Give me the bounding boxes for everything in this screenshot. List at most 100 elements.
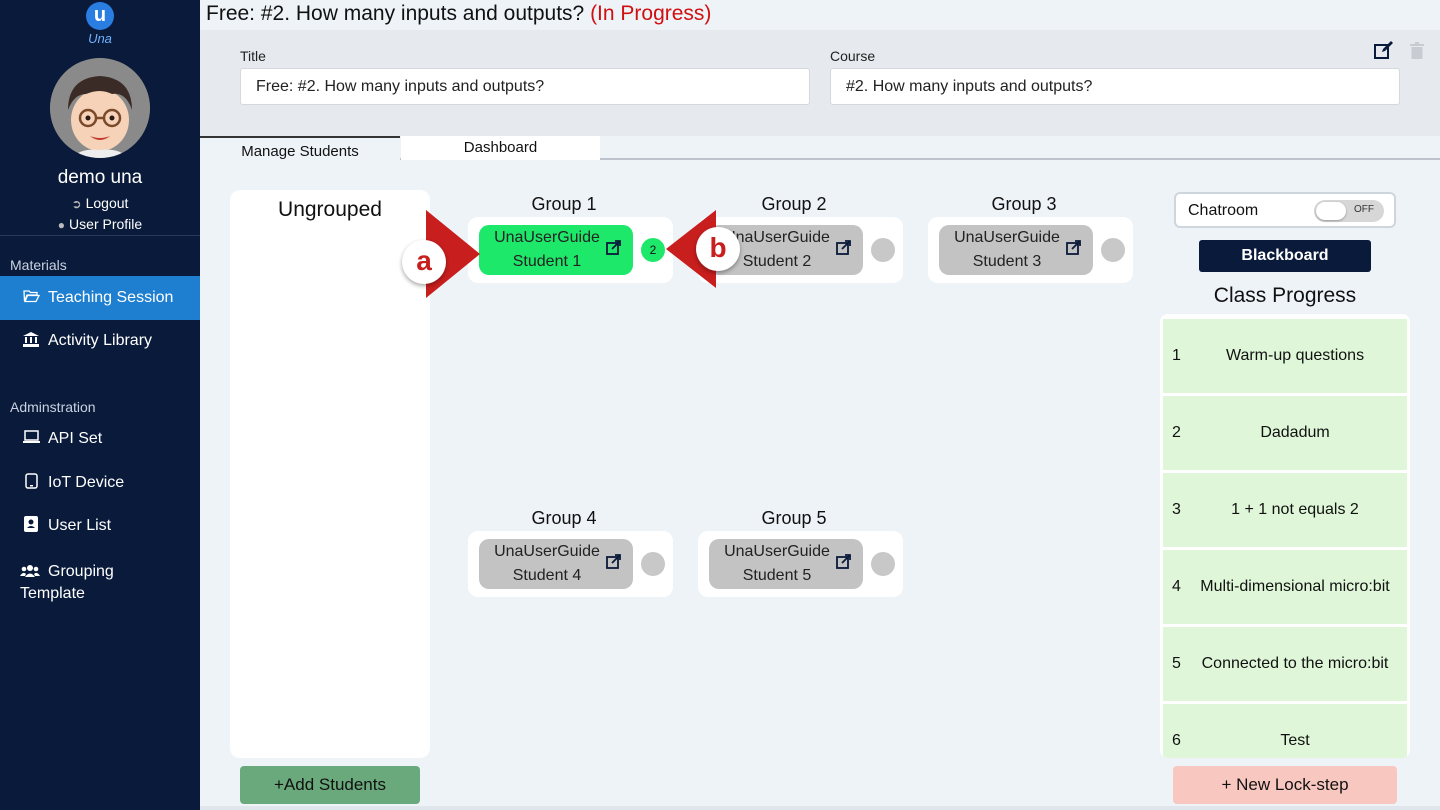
student-name-line2: Student 1 (512, 253, 582, 270)
progress-item-number: 5 (1172, 655, 1181, 672)
sidebar-item-api-set[interactable]: API Set (0, 417, 200, 461)
sidebar-item-label: IoT Device (48, 474, 125, 491)
tab-manage-students[interactable]: Manage Students (200, 136, 400, 166)
progress-item[interactable]: 4 Multi-dimensional micro:bit (1163, 550, 1407, 624)
page-title: Free: #2. How many inputs and outputs? (… (206, 2, 711, 26)
una-logo[interactable]: u Una (84, 2, 116, 48)
group-title: Group 5 (761, 508, 827, 528)
external-link-icon[interactable] (606, 554, 621, 569)
course-field[interactable]: #2. How many inputs and outputs? (830, 68, 1400, 105)
progress-item[interactable]: 1 Warm-up questions (1163, 319, 1407, 393)
sidebar-item-grouping-template[interactable]: Grouping (0, 558, 200, 610)
logout-label: Logout (85, 195, 129, 211)
sidebar-item-iot-device[interactable]: IoT Device (0, 461, 200, 505)
progress-item[interactable]: 2 Dadadum (1163, 396, 1407, 470)
edit-icon[interactable] (1374, 40, 1394, 60)
external-link-icon[interactable] (836, 240, 851, 255)
sidebar-item-label: Activity Library (48, 332, 153, 349)
member-count-badge: 2 (641, 238, 665, 262)
progress-item-number: 2 (1172, 424, 1181, 441)
logo-text: Una (88, 31, 112, 46)
student-name-line1: UnaUserGuide (724, 543, 830, 560)
student-name-line1: UnaUserGuide (954, 229, 1060, 246)
switch-knob (1316, 202, 1346, 220)
group-title: Group 3 (991, 194, 1057, 214)
tab-dashboard[interactable]: Dashboard (401, 136, 600, 160)
materials-section-title: Materials (10, 257, 67, 273)
folder-open-icon (22, 289, 40, 307)
progress-item-label: Warm-up questions (1225, 347, 1365, 364)
sidebar-item-label: Grouping (48, 560, 114, 584)
student-name-line2: Student 5 (742, 567, 812, 584)
tablet-icon (22, 473, 40, 493)
student-name-line1: UnaUserGuide (724, 229, 830, 246)
grouping-label-line1: Grouping (48, 563, 114, 580)
sidebar-item-label: Teaching Session (48, 289, 174, 306)
callout-b: b (660, 208, 746, 290)
progress-item-label: Test (1280, 732, 1310, 749)
sidebar-item-user-list[interactable]: User List (0, 504, 200, 548)
member-count-badge (641, 552, 665, 576)
users-icon (20, 564, 40, 582)
chatroom-switch[interactable]: OFF (1314, 200, 1384, 222)
member-count-badge (871, 552, 895, 576)
progress-item-number: 4 (1172, 578, 1181, 595)
institution-icon (22, 331, 40, 351)
session-title: Free: #2. How many inputs and outputs? (206, 2, 585, 25)
grouping-label-line2: Template (20, 585, 85, 602)
status-label: (In Progress) (590, 2, 712, 25)
progress-item[interactable]: 3 1 + 1 not equals 2 (1163, 473, 1407, 547)
logout-link[interactable]: ➲Logout (0, 195, 200, 211)
sidebar-divider (0, 235, 200, 236)
progress-item-label: Dadadum (1260, 424, 1330, 441)
avatar (50, 58, 150, 158)
address-book-icon (22, 516, 40, 536)
sidebar-item-label-line2: Template (0, 582, 200, 606)
title-label: Title (240, 48, 266, 64)
group-title: Group 4 (531, 508, 597, 528)
blackboard-button[interactable]: Blackboard (1199, 240, 1371, 272)
user-profile-label: User Profile (69, 216, 143, 232)
class-progress-list: 1 Warm-up questions 2 Dadadum 3 1 + 1 not e… (1160, 314, 1410, 758)
progress-item-number: 1 (1172, 347, 1181, 364)
ungrouped-panel[interactable]: Ungrouped (230, 190, 430, 758)
sidebar: u Una demo una ➲Logout ●User Profile Mat… (0, 0, 200, 810)
external-link-icon[interactable] (1066, 240, 1081, 255)
external-link-icon[interactable] (606, 240, 621, 255)
progress-item-label: 1 + 1 not equals 2 (1231, 501, 1359, 518)
student-name-line2: Student 3 (972, 253, 1042, 270)
course-label: Course (830, 48, 876, 64)
user-icon: ● (57, 218, 66, 232)
bottom-edge (200, 806, 1440, 810)
group-title: Group 2 (761, 194, 827, 214)
progress-item-number: 6 (1172, 732, 1181, 749)
sidebar-item-teaching-session[interactable]: Teaching Session (0, 276, 200, 320)
add-students-button[interactable]: +Add Students (240, 766, 420, 804)
ungrouped-title: Ungrouped (278, 198, 382, 221)
sidebar-item-label: User List (48, 517, 112, 534)
callout-a: a (400, 208, 486, 300)
progress-item[interactable]: 6 Test (1163, 704, 1407, 758)
group-title: Group 1 (531, 194, 597, 214)
sidebar-item-activity-library[interactable]: Activity Library (0, 319, 200, 363)
title-field[interactable]: Free: #2. How many inputs and outputs? (240, 68, 810, 105)
sidebar-item-label: API Set (48, 430, 103, 447)
trash-icon[interactable] (1409, 42, 1425, 59)
user-profile-link[interactable]: ●User Profile (0, 216, 200, 232)
member-count-badge (1101, 238, 1125, 262)
student-name-line1: UnaUserGuide (494, 229, 600, 246)
external-link-icon[interactable] (836, 554, 851, 569)
logout-icon: ➲ (71, 197, 82, 211)
student-name-line2: Student 4 (512, 567, 582, 584)
progress-item-label: Multi-dimensional micro:bit (1200, 578, 1390, 595)
progress-item-number: 3 (1172, 501, 1181, 518)
new-lockstep-button[interactable]: + New Lock-step (1173, 766, 1397, 804)
